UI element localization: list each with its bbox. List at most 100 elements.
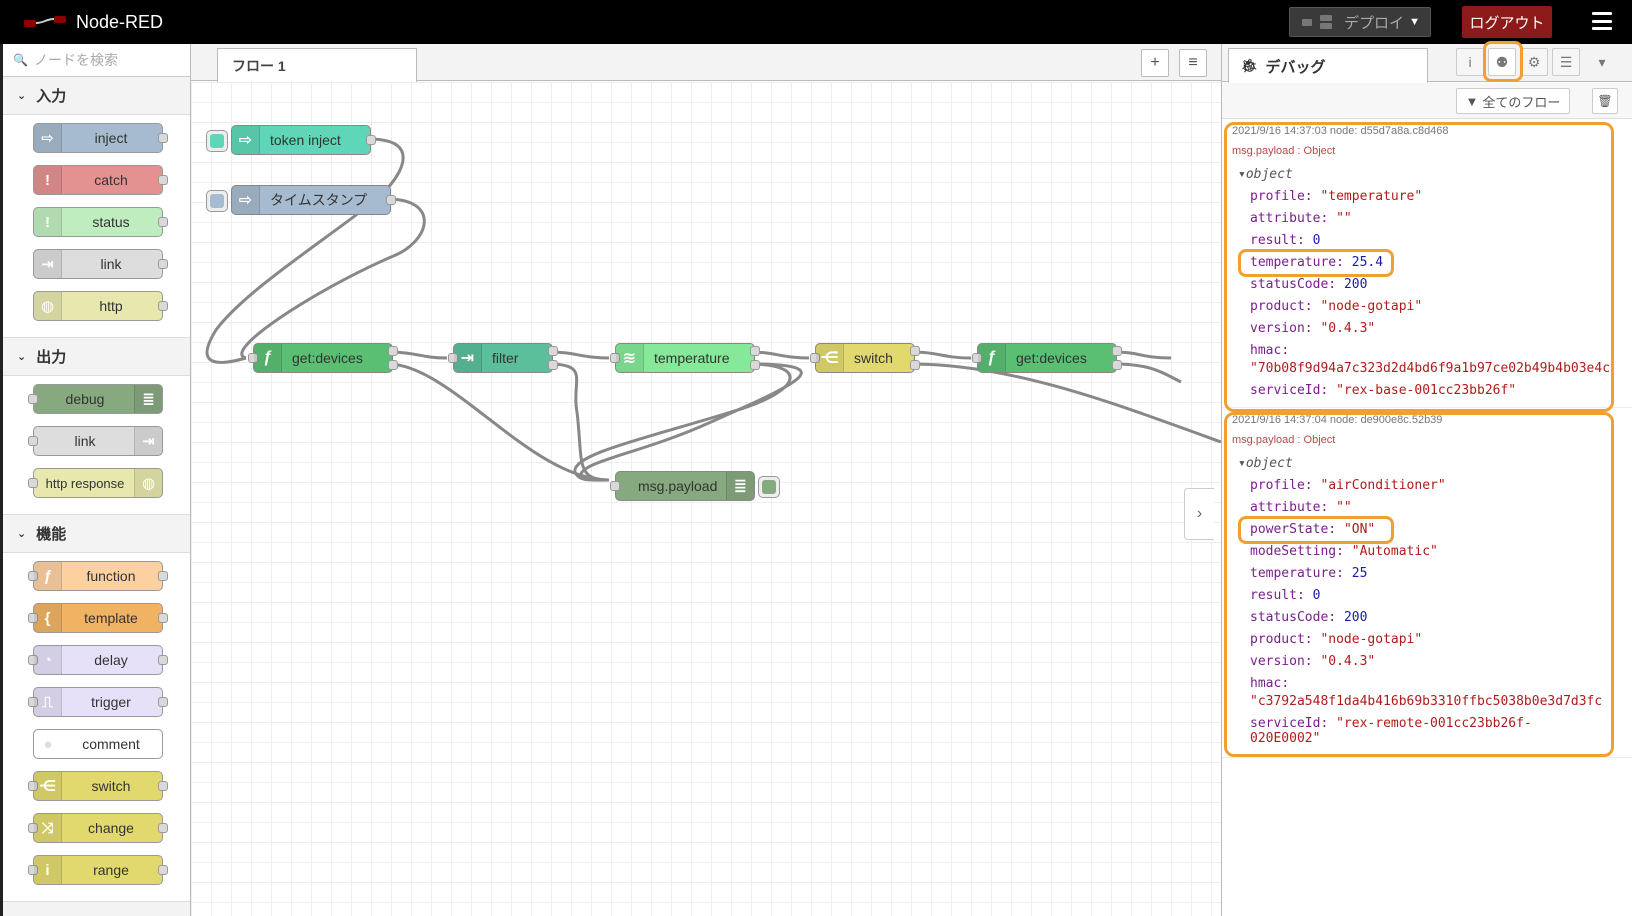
message-body: ▾object profile: "airConditioner" attrib… xyxy=(1232,456,1632,750)
object-toggle[interactable]: ▾object xyxy=(1238,456,1293,471)
tab-debug[interactable]: 🐞︎ デバッグ xyxy=(1228,48,1428,83)
link-out-icon: ⇥ xyxy=(134,427,162,455)
prop-row: profile: "temperature" xyxy=(1250,189,1423,204)
chevron-down-icon: ⌄ xyxy=(17,90,27,102)
prop-row: attribute: "" xyxy=(1250,500,1352,515)
debug-toolbar: ▼ 全てのフロー 🗑︎ xyxy=(1222,83,1632,119)
chevron-down-icon[interactable]: ▼ xyxy=(1409,16,1420,28)
palette-node-range[interactable]: i range xyxy=(28,855,168,885)
palette-node-delay[interactable]: ◔ delay xyxy=(28,645,168,675)
palette-search[interactable]: 🔍 ノードを検索 xyxy=(3,44,190,77)
message-body: ▾object profile: "temperature" attribute… xyxy=(1232,167,1632,405)
palette-node-status[interactable]: ! status xyxy=(33,207,168,237)
function-icon: ƒ xyxy=(254,344,282,372)
debug-message-list: 2021/9/16 14:37:03 node: d55d7a8a.c8d468… xyxy=(1222,119,1632,758)
prop-row: product: "node-gotapi" xyxy=(1250,299,1423,314)
message-meta: 2021/9/16 14:37:04 node: de900e8c.52b39 xyxy=(1232,414,1443,426)
palette-node-catch[interactable]: ! catch xyxy=(33,165,168,195)
search-input[interactable]: ノードを検索 xyxy=(33,52,118,68)
inject-trigger-button[interactable] xyxy=(206,130,228,152)
sidebar-toggle-button[interactable]: › xyxy=(1184,488,1214,540)
category-output-header[interactable]: ⌄ 出力 xyxy=(3,338,190,376)
prop-row: serviceId: "rex-remote-001cc23bb26f-020E… xyxy=(1250,716,1532,746)
globe-icon: ◍ xyxy=(134,469,162,497)
palette-node-debug[interactable]: debug ≣ xyxy=(28,384,163,414)
palette-node-inject[interactable]: ⇨ inject xyxy=(33,123,168,153)
palette-node-change[interactable]: ⤨ change xyxy=(28,813,168,843)
clear-debug-button[interactable]: 🗑︎ xyxy=(1592,88,1618,114)
palette-node-trigger[interactable]: ⎍ trigger xyxy=(28,687,168,717)
prop-row: hmac: xyxy=(1250,676,1290,691)
database-icon: ☰ xyxy=(1559,53,1573,70)
palette: 🔍 ノードを検索 ⌄ 入力 ⇨ inject ! catch ! status … xyxy=(0,44,191,916)
deploy-label: デプロイ xyxy=(1344,14,1405,32)
add-flow-button[interactable]: + xyxy=(1141,49,1169,77)
node-filter[interactable]: ⇥ filter xyxy=(448,343,558,373)
palette-node-link-in[interactable]: ⇥ link xyxy=(33,249,168,279)
chevron-down-icon: ⌄ xyxy=(17,351,27,363)
prop-row: powerState: "ON" xyxy=(1250,522,1376,537)
node-token-inject[interactable]: ⇨ token inject xyxy=(206,125,376,155)
arrow-in-icon: ⇨ xyxy=(34,124,62,152)
logout-button[interactable]: ログアウト xyxy=(1462,6,1552,38)
link-in-icon: ⇥ xyxy=(34,250,62,278)
config-tab-button[interactable]: ⚙ xyxy=(1520,48,1548,76)
flow-canvas[interactable]: ⇨ token inject ⇨ タイムスタンプ ƒ get:devices ⇥… xyxy=(191,82,1221,916)
chevron-right-icon: › xyxy=(1196,505,1203,522)
debug-message: 2021/9/16 14:37:03 node: d55d7a8a.c8d468… xyxy=(1222,119,1632,408)
info-icon: i xyxy=(1468,54,1472,70)
tab-menu-button[interactable]: ▾ xyxy=(1588,48,1616,76)
brace-icon: { xyxy=(34,604,62,632)
context-tab-button[interactable]: ☰ xyxy=(1552,48,1580,76)
debug-tab-button[interactable]: ⚉ xyxy=(1488,48,1516,76)
info-tab-button[interactable]: i xyxy=(1456,48,1484,76)
shuffle-icon: ⤨ xyxy=(34,814,62,842)
node-debug-msg-payload[interactable]: msg.payload ≣ xyxy=(610,471,780,501)
debug-message: 2021/9/16 14:37:04 node: de900e8c.52b39 … xyxy=(1222,408,1632,758)
gear-icon: ⚙ xyxy=(1527,53,1541,70)
node-get-devices-1[interactable]: ƒ get:devices xyxy=(248,343,398,373)
palette-node-link-out[interactable]: link ⇥ xyxy=(28,426,163,456)
prop-value-row: "70b08f9d94a7c323d2d4bd6f9a1b97ce02b49b4… xyxy=(1250,361,1611,376)
globe-icon: ◍ xyxy=(34,292,62,320)
switch-icon: ⋲ xyxy=(816,344,844,372)
category-input-header[interactable]: ⌄ 入力 xyxy=(3,77,190,115)
palette-node-switch[interactable]: ⋲ switch xyxy=(28,771,168,801)
arrow-in-icon: ⇨ xyxy=(232,126,260,154)
filter-flows-button[interactable]: ▼ 全てのフロー xyxy=(1456,88,1570,114)
prop-value-row: "c3792a548f1da4b416b69b3310ffbc5038b0e3d… xyxy=(1250,694,1603,709)
object-toggle[interactable]: ▾object xyxy=(1238,167,1293,182)
bug-icon: ⚉ xyxy=(1495,53,1509,70)
category-output-body: debug ≣ link ⇥ http response ◍ xyxy=(3,376,190,515)
deploy-button[interactable]: デプロイ ▼ xyxy=(1289,7,1431,37)
trash-icon: 🗑︎ xyxy=(1597,94,1613,108)
palette-node-comment[interactable]: ● comment xyxy=(33,729,163,759)
tab-flow-1[interactable]: フロー 1 xyxy=(217,48,417,82)
logo: Node-RED xyxy=(22,12,163,33)
node-switch[interactable]: ⋲ switch xyxy=(810,343,920,373)
sidebar: 🐞︎ デバッグ i ⚉ ⚙ ☰ ▾ ▼ 全てのフロー 🗑︎ 2021/9/16 … xyxy=(1221,41,1632,916)
prop-row: version: "0.4.3" xyxy=(1250,321,1376,336)
filter-icon: ⇥ xyxy=(454,344,482,372)
category-function-body: ƒ function { template ◔ delay ⎍ trigger … xyxy=(3,553,190,902)
inject-trigger-button[interactable] xyxy=(206,190,228,212)
chevron-down-icon: ⌄ xyxy=(17,528,27,540)
filter-label: 全てのフロー xyxy=(1482,94,1561,110)
hamburger-menu-icon[interactable] xyxy=(1592,12,1612,30)
category-title: 入力 xyxy=(36,88,67,105)
palette-node-template[interactable]: { template xyxy=(28,603,168,633)
palette-node-function[interactable]: ƒ function xyxy=(28,561,168,591)
category-function-header[interactable]: ⌄ 機能 xyxy=(3,515,190,553)
node-get-devices-2[interactable]: ƒ get:devices xyxy=(972,343,1122,373)
node-temperature[interactable]: ≋ temperature xyxy=(610,343,760,373)
comment-icon: ● xyxy=(43,735,53,753)
palette-node-http-response[interactable]: http response ◍ xyxy=(28,468,163,498)
debug-toggle-button[interactable] xyxy=(758,476,780,498)
workspace-tabs: フロー 1 + ≡ xyxy=(191,44,1221,82)
node-timestamp-inject[interactable]: ⇨ タイムスタンプ xyxy=(206,185,396,215)
list-icon: ≡ xyxy=(1188,54,1198,71)
palette-node-http-in[interactable]: ◍ http xyxy=(33,291,168,321)
prop-row: serviceId: "rex-base-001cc23bb26f" xyxy=(1250,383,1517,398)
flow-list-button[interactable]: ≡ xyxy=(1179,49,1207,77)
workspace: フロー 1 + ≡ ⇨ to xyxy=(191,44,1221,916)
